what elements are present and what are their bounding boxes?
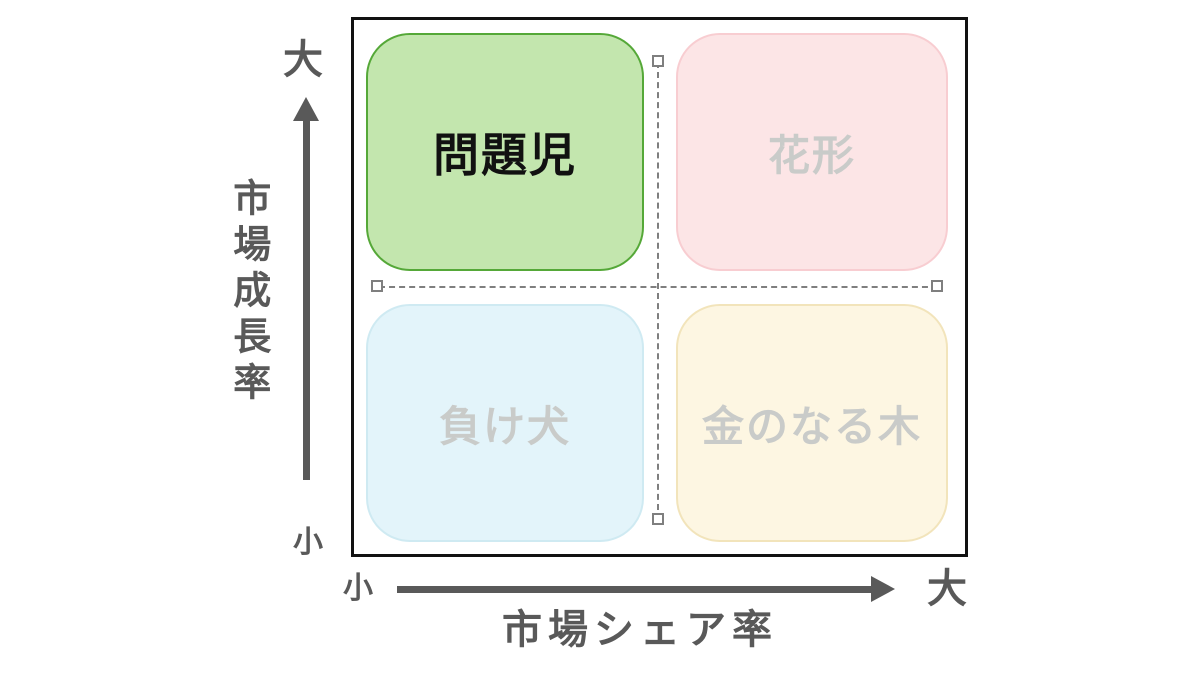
- y-axis-up-arrow: [303, 118, 310, 480]
- guide-handle-top[interactable]: [652, 55, 664, 67]
- x-axis-title: 市場シェア率: [502, 608, 778, 652]
- crosshair-vertical-guide: [657, 62, 659, 520]
- y-axis-max-label: 大: [283, 38, 323, 82]
- guide-handle-left[interactable]: [371, 280, 383, 292]
- guide-handle-right[interactable]: [931, 280, 943, 292]
- y-axis-up-arrowhead-icon: [293, 97, 319, 121]
- x-axis-right-arrowhead-icon: [871, 576, 895, 602]
- x-axis-min-label: 小: [343, 572, 373, 605]
- y-axis-min-label: 小: [293, 526, 323, 559]
- x-axis-max-label: 大: [927, 567, 967, 611]
- quadrant-star[interactable]: 花形: [676, 33, 948, 271]
- y-axis-title: 市場成長率: [226, 178, 269, 408]
- quadrant-cash-cow[interactable]: 金のなる木: [676, 304, 948, 542]
- guide-handle-bottom[interactable]: [652, 513, 664, 525]
- quadrant-dog[interactable]: 負け犬: [366, 304, 644, 542]
- quadrant-problem-child[interactable]: 問題児: [366, 33, 644, 271]
- x-axis-right-arrow: [397, 586, 875, 593]
